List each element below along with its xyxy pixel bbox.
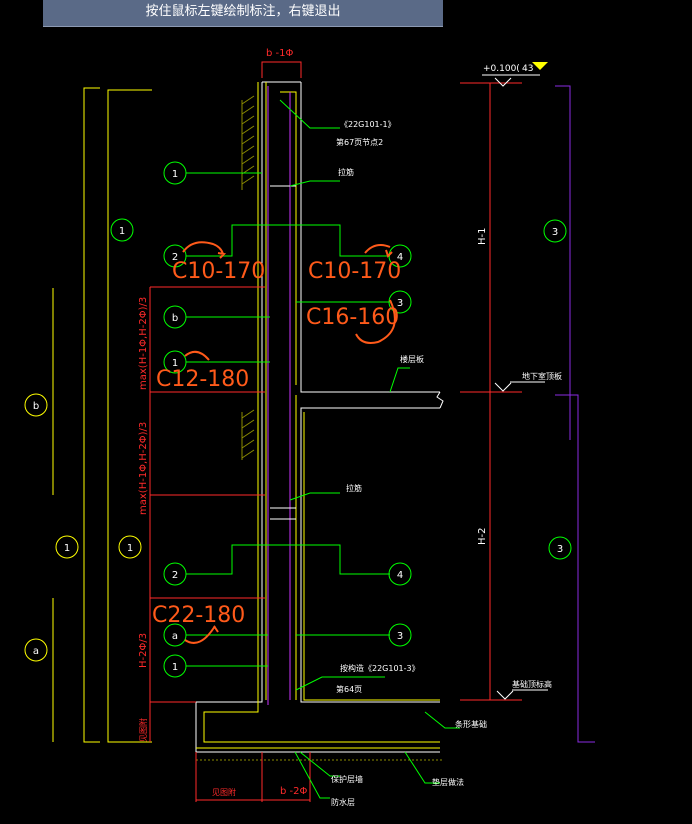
right-height-dimensions	[460, 74, 595, 743]
annotation-c10-170-right: C10-170	[308, 259, 401, 284]
marker-b-far: b	[33, 401, 39, 412]
marker-3-right-bottom: 3	[557, 544, 563, 555]
marker-4-lower: 4	[397, 570, 403, 581]
waterproof-1-label: 保护层墙	[331, 774, 363, 784]
foot-bottom-label: 见图附	[212, 787, 236, 797]
foundation-beam-label: 条形基础	[455, 719, 487, 729]
bedding-label: 垫层做法	[432, 777, 464, 787]
ref-top-label-2: 第67页节点2	[336, 137, 383, 147]
foot-left-label: 见图附	[138, 718, 148, 742]
annotation-c10-170-left: C10-170	[172, 259, 265, 284]
foundation-ref-label-2: 第64页	[336, 684, 362, 694]
wall-thickness-top-label: b -1Φ	[266, 48, 293, 59]
handwritten-annotations[interactable]	[182, 241, 396, 644]
handwritten-text: C10-170 C10-170 C16-160 C12-180 C22-180	[152, 259, 401, 628]
height-upper-label: H-1	[477, 228, 488, 246]
ann-arrow-5	[184, 625, 219, 644]
outer-frame-1	[83, 87, 100, 743]
top-elevation-label: +0.100(	[483, 64, 520, 74]
annotation-c12-180: C12-180	[156, 367, 249, 392]
floor-note-label: 楼层板	[400, 354, 424, 364]
annotation-c16-160: C16-160	[306, 305, 399, 330]
wall-inner-face-lower	[300, 407, 440, 703]
command-prompt-bar: 按住鼠标左键绘制标注，右键退出	[43, 0, 443, 27]
marker-1-lower: 1	[127, 543, 133, 554]
marker-1-mid: 1	[172, 358, 178, 369]
foundation-ref-label: 按构造《22G101-3》	[340, 663, 420, 673]
marker-3-upper: 3	[397, 298, 403, 309]
ann-arrow-3	[355, 299, 396, 344]
marker-labels: 1 1 2 4 b 3 1 b 1 1 2 4 a 3 1 a 3 3	[33, 169, 563, 673]
marker-1-top: 1	[172, 169, 178, 180]
red-dimensions	[149, 61, 311, 802]
ann-arrow-4	[184, 350, 210, 361]
marker-a-lower: a	[172, 631, 178, 642]
right-dim-text: H-1 H-2 +0.100( 43 地下室顶板 基础顶标高	[477, 62, 562, 689]
annotation-c22-180: C22-180	[152, 603, 245, 628]
max-lower-label: max(H-1Φ,H-2Φ)/3	[138, 422, 149, 515]
left-dimension-frames	[52, 87, 152, 743]
marker-3-right-top: 3	[552, 227, 558, 238]
marker-1-far: 1	[64, 543, 70, 554]
marker-b-upper: b	[172, 313, 178, 324]
elevation-flag-icon	[532, 62, 548, 70]
red-dim-text: b -1Φ b -2Φ max(H-1Φ,H-2Φ)/3 max(H-1Φ,H-…	[138, 48, 307, 797]
ann-arrow-1	[182, 241, 227, 259]
outer-frame-2	[107, 89, 152, 743]
wall-outline	[195, 81, 440, 753]
note-labels: 《22G101-1》 第67页节点2 拉筋 楼层板 拉筋 按构造《22G101-…	[331, 120, 487, 807]
wall-inner-face-upper	[300, 82, 440, 393]
lower-third-label: H-2Φ/3	[138, 633, 149, 668]
green-leaders	[186, 99, 460, 799]
basement-floor-label: 地下室顶板	[522, 371, 562, 381]
marker-1-bottom: 1	[172, 662, 178, 673]
marker-a-far: a	[33, 646, 39, 657]
ref-top-label: 《22G101-1》	[340, 120, 396, 129]
wall-outer-face	[195, 82, 440, 753]
marker-2-upper: 2	[172, 252, 178, 263]
waterproof-2-label: 防水层	[331, 797, 355, 807]
ann-arrow-2	[364, 244, 393, 258]
foundation-top-label: 基础顶标高	[512, 679, 552, 689]
tie-lower-label: 拉筋	[346, 483, 362, 493]
top-elevation-number: 43	[522, 64, 533, 74]
marker-2-lower: 2	[172, 570, 178, 581]
tie-upper-label: 拉筋	[338, 167, 354, 177]
max-upper-label: max(H-1Φ,H-2Φ)/3	[138, 297, 149, 390]
break-marks	[436, 391, 444, 409]
height-lower-label: H-2	[477, 528, 488, 546]
soil-hatch	[196, 95, 442, 761]
wall-rebar	[196, 82, 440, 749]
marker-4-upper: 4	[397, 252, 403, 263]
prompt-text: 按住鼠标左键绘制标注，右键退出	[145, 4, 341, 19]
marker-1-left: 1	[119, 226, 125, 237]
marker-circles	[24, 161, 572, 678]
wall-thickness-bottom-label: b -2Φ	[280, 786, 307, 797]
marker-3-lower: 3	[397, 631, 403, 642]
